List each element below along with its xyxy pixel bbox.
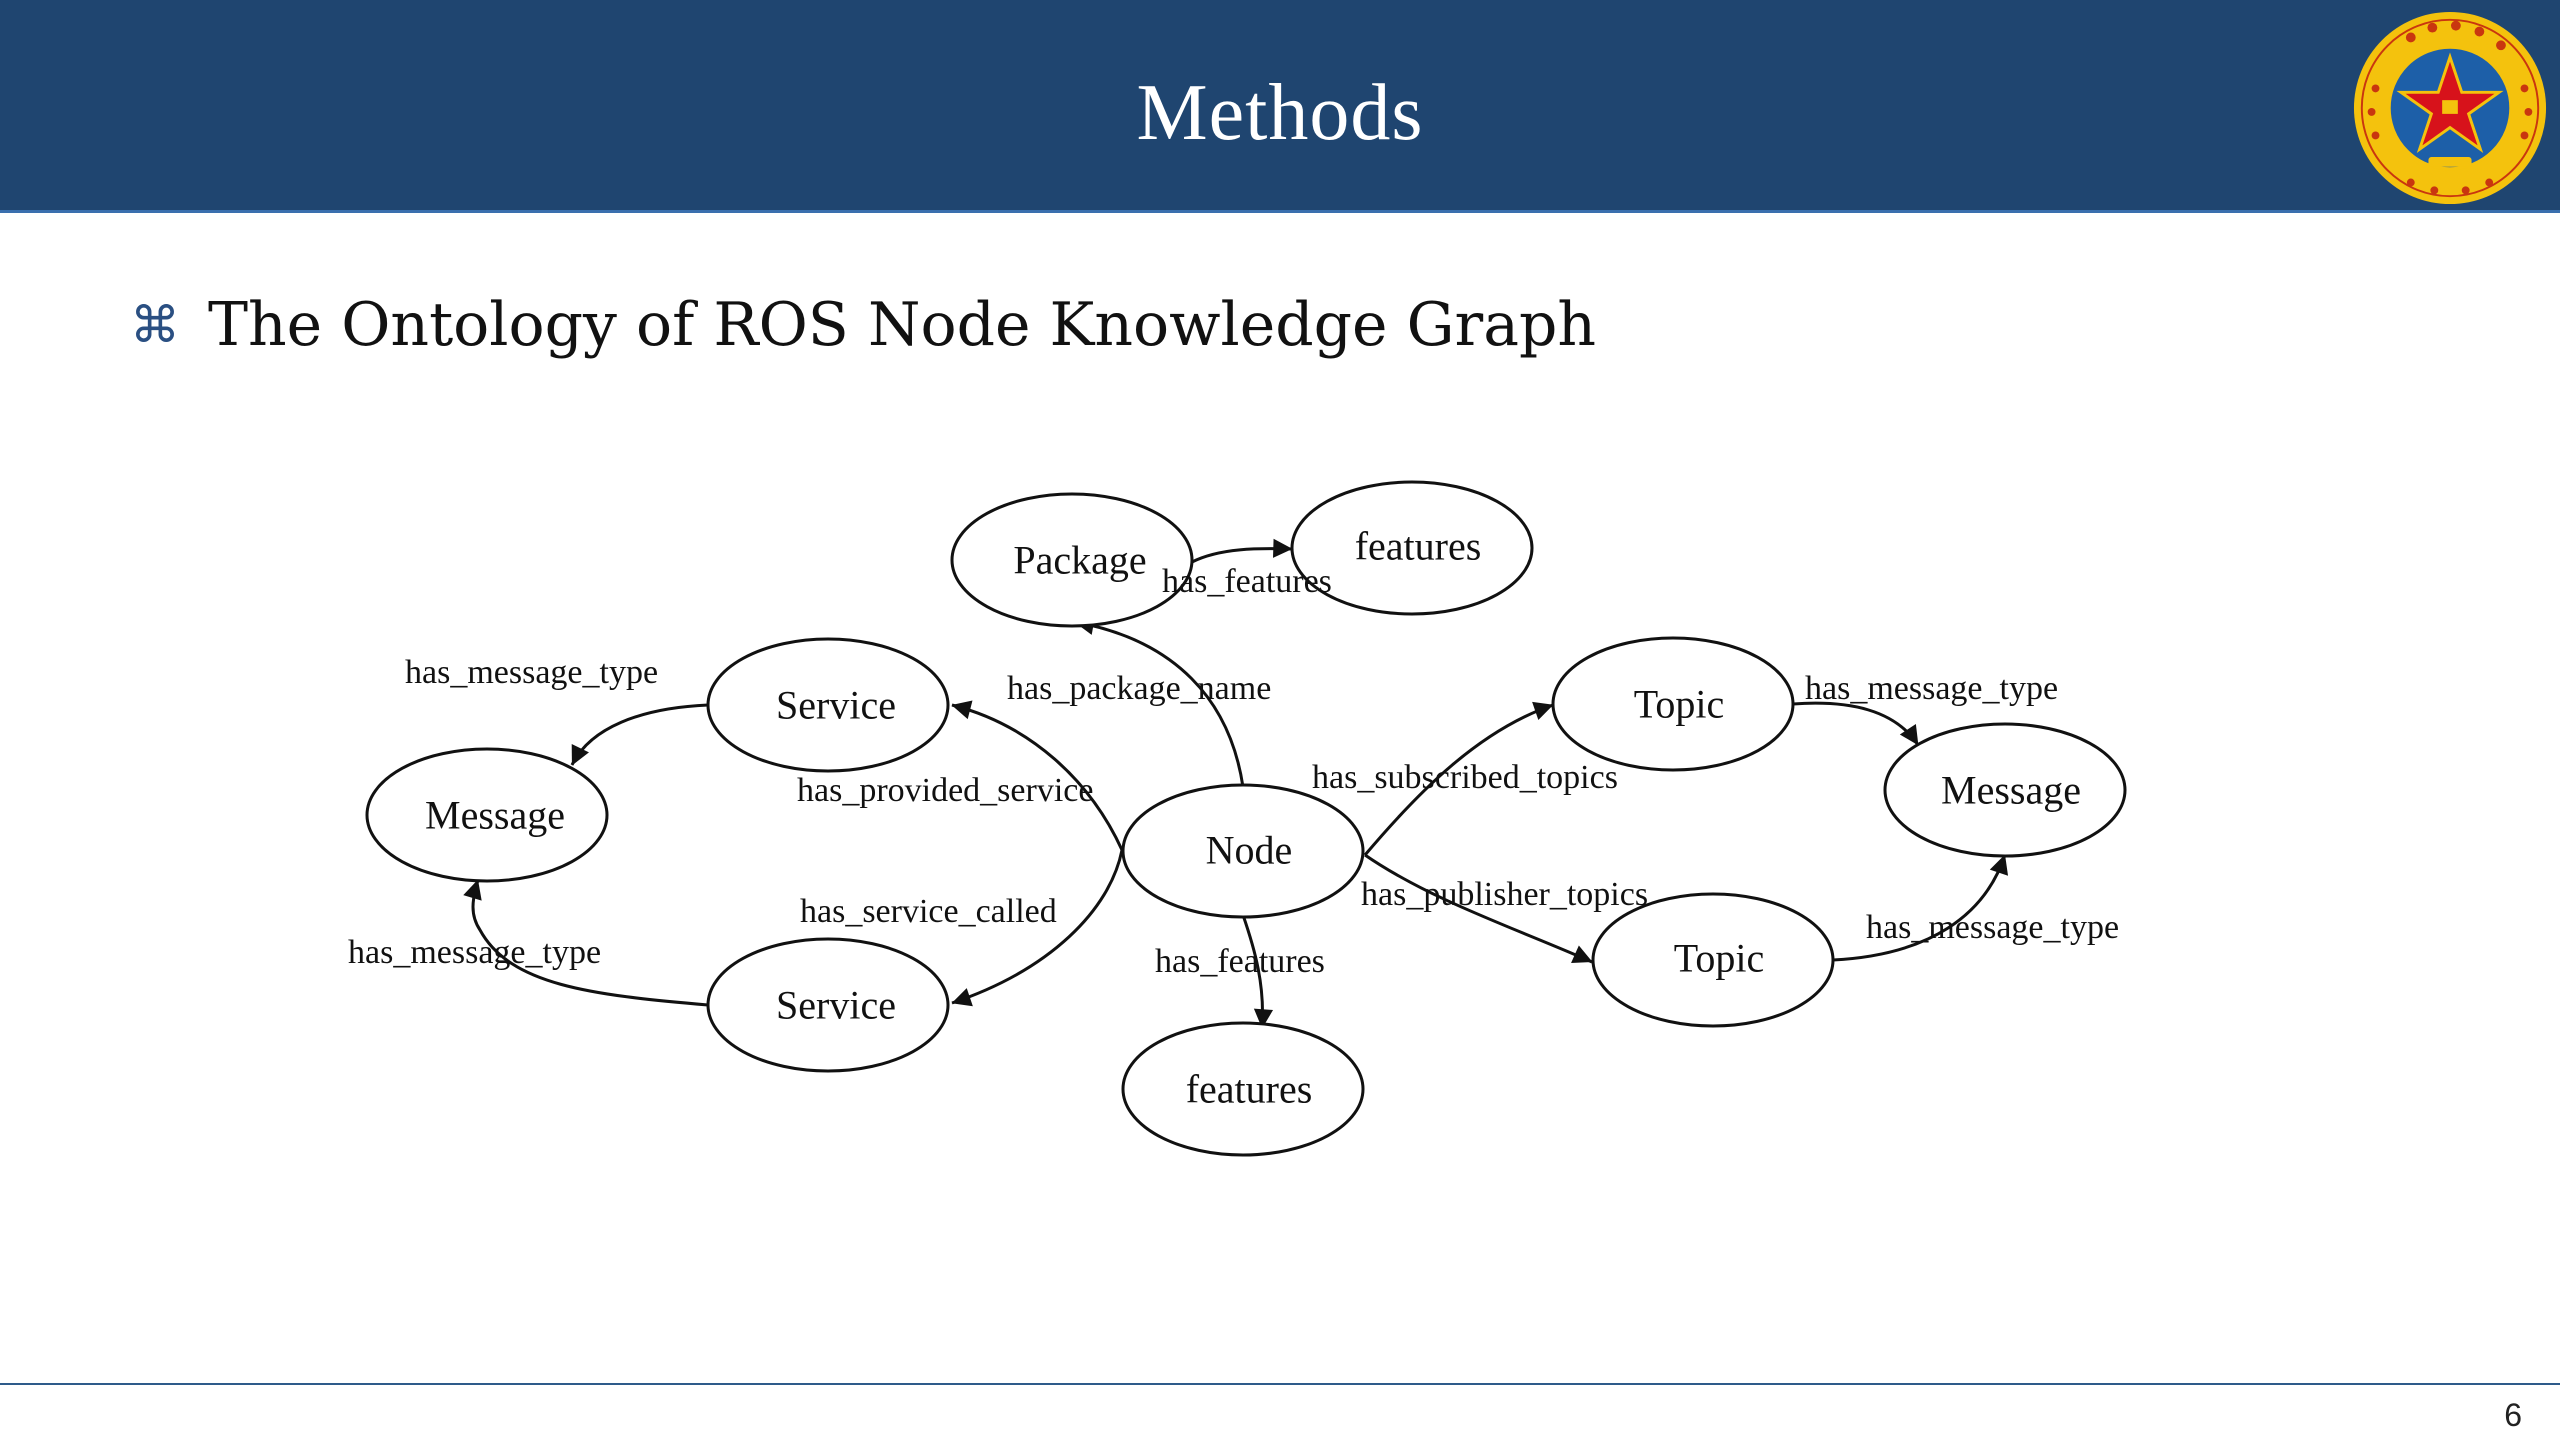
edge-label-package-features: has_features	[1162, 563, 1332, 600]
node-service-top	[706, 637, 950, 773]
slide-header: Methods	[0, 0, 2560, 213]
node-label-features-bottom: features	[1186, 1067, 1313, 1112]
node-package	[950, 492, 1194, 628]
command-key-icon: ⌘	[130, 296, 180, 354]
edge-node-features	[1241, 914, 1274, 1029]
node-label-message-left: Message	[425, 793, 565, 838]
edge-label-node-publisher: has_publisher_topics	[1361, 876, 1648, 913]
slide-title: Methods	[1136, 69, 1424, 157]
edge-node-service-called	[951, 849, 1124, 1007]
edge-label-service-bottom-message: has_message_type	[348, 934, 601, 971]
edge-service-top-message	[570, 703, 709, 766]
node-label-features-top: features	[1355, 524, 1482, 569]
node-label-service-top: Service	[776, 683, 896, 728]
edge-node-subscribed	[1363, 701, 1554, 856]
edge-node-publisher	[1364, 853, 1593, 964]
edge-label-node-service-called: has_service_called	[800, 893, 1057, 930]
edge-label-node-provided-service: has_provided_service	[797, 772, 1093, 809]
edge-node-provided-service	[951, 700, 1124, 851]
slide-subtitle: The Ontology of ROS Node Knowledge Graph	[208, 290, 1597, 360]
edge-package-features	[1191, 538, 1293, 564]
footer-divider	[0, 1383, 2560, 1385]
node-node	[1121, 783, 1365, 919]
edge-node-package	[1074, 616, 1245, 788]
node-label-topic-top: Topic	[1634, 682, 1725, 727]
page-number: 6	[2504, 1397, 2522, 1433]
edge-label-node-subscribed: has_subscribed_topics	[1312, 759, 1618, 796]
node-label-service-bottom: Service	[776, 983, 896, 1028]
diagram-edges	[463, 538, 2009, 1029]
edge-topic-top-message	[1792, 701, 1920, 746]
edge-label-topic-top-message: has_message_type	[1805, 670, 2058, 707]
subtitle-row: ⌘ The Ontology of ROS Node Knowledge Gra…	[130, 290, 1596, 360]
node-topic-bottom	[1591, 892, 1835, 1028]
edge-topic-bottom-message	[1832, 854, 2009, 962]
edge-label-node-package: has_package_name	[1007, 670, 1271, 707]
edge-service-bottom-message	[463, 879, 709, 1007]
edge-label-node-features: has_features	[1155, 943, 1325, 980]
node-label-topic-bottom: Topic	[1674, 936, 1765, 981]
node-service-bottom	[706, 937, 950, 1073]
edge-label-topic-bottom-message: has_message_type	[1866, 909, 2119, 946]
node-features-top	[1290, 480, 1534, 616]
node-topic-top	[1551, 636, 1795, 772]
university-emblem-logo	[2353, 11, 2547, 205]
node-message-right	[1883, 722, 2127, 858]
node-label-message-right: Message	[1941, 768, 2081, 813]
node-message-left	[365, 747, 609, 883]
node-features-bottom	[1121, 1021, 1365, 1157]
node-label-package: Package	[1013, 538, 1146, 583]
node-label-node: Node	[1206, 828, 1293, 873]
edge-label-service-top-message: has_message_type	[405, 654, 658, 691]
